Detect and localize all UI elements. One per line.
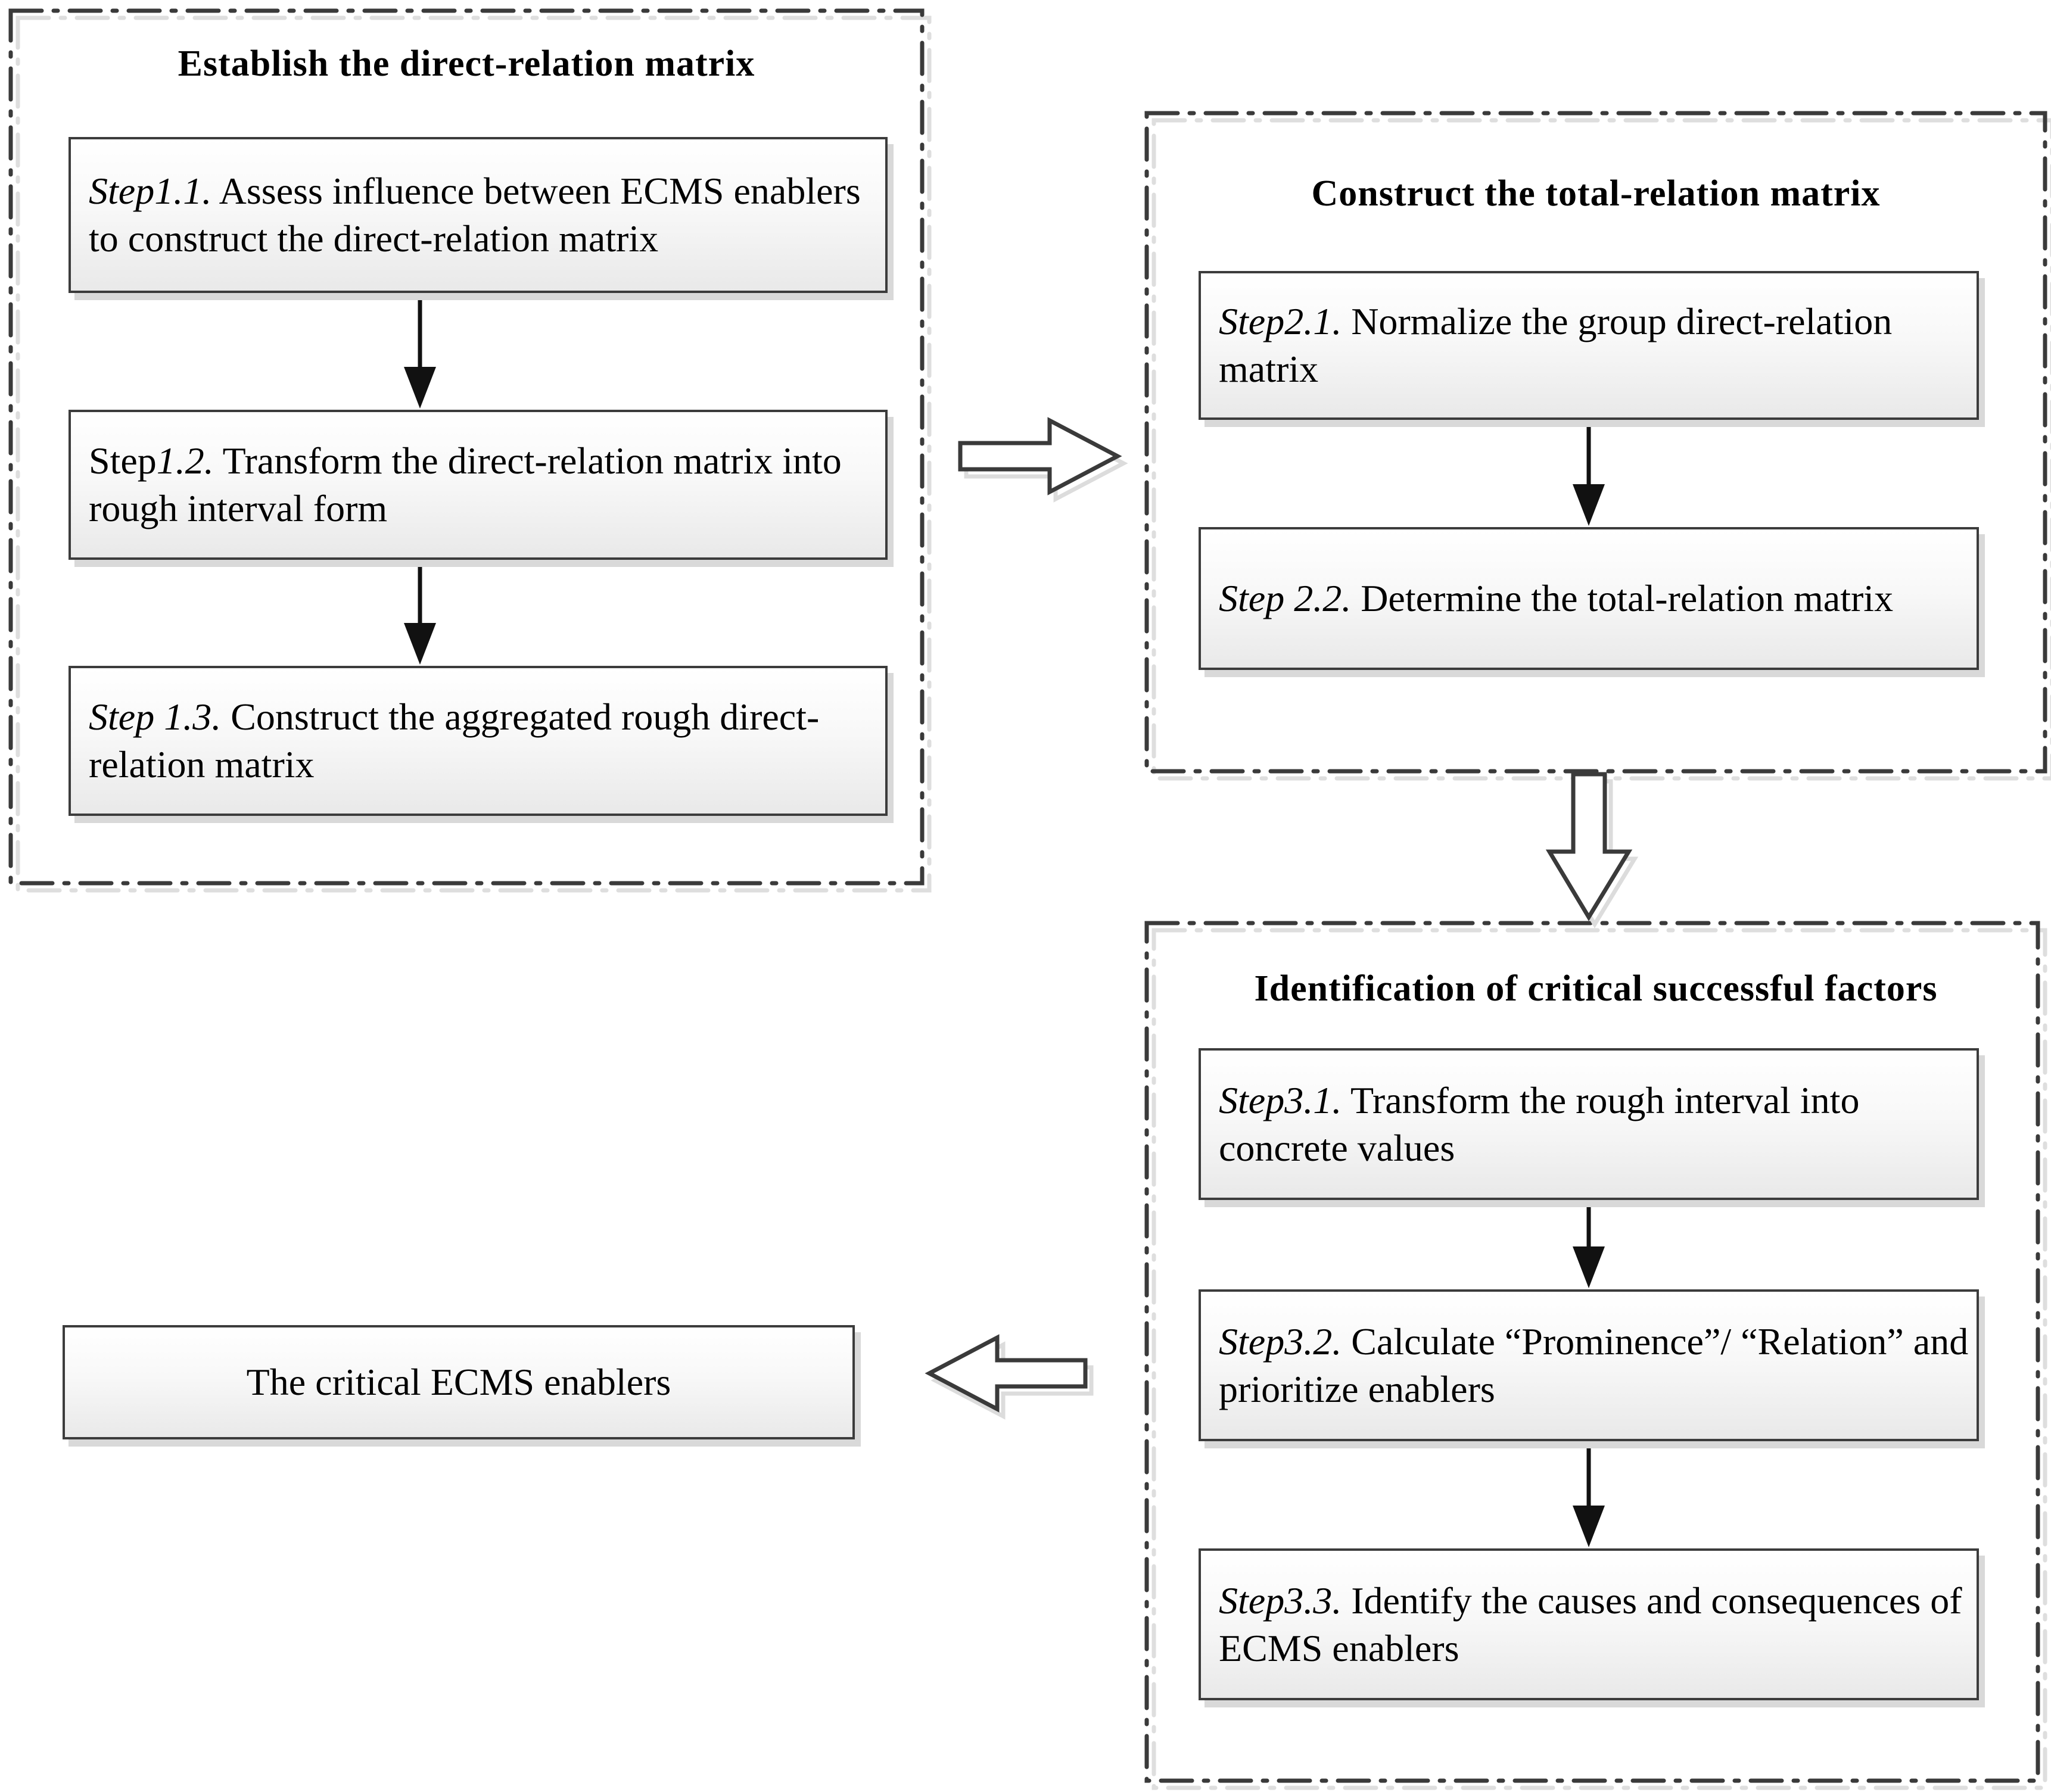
hollow-arrow-left-icon	[925, 1334, 1088, 1413]
step-box-2-1: Step2.1. Normalize the group direct-rela…	[1199, 271, 1979, 420]
group-1-title: Establish the direct-relation matrix	[178, 43, 755, 84]
result-box: The critical ECMS enablers	[63, 1325, 855, 1439]
step-box-3-1: Step3.1. Transform the rough interval in…	[1199, 1048, 1979, 1200]
arrow-step3-2-to-step3-3-icon	[1573, 1442, 1605, 1547]
arrow-step1-1-to-step1-2-icon	[404, 293, 436, 409]
step-2-2-text: Step 2.2. Determine the total-relation m…	[1219, 577, 1894, 619]
group-2-title: Construct the total-relation matrix	[1311, 173, 1881, 214]
step-box-1-3: Step 1.3. Construct the aggregated rough…	[69, 666, 888, 816]
step-box-2-2: Step 2.2. Determine the total-relation m…	[1199, 527, 1979, 670]
group-2-border	[1144, 111, 2047, 774]
arrow-step3-1-to-step3-2-icon	[1573, 1201, 1605, 1288]
group-2-border-shadow	[1151, 118, 2051, 781]
step-1-2-text: Step1.2. Transform the direct-relation m…	[89, 440, 842, 529]
step-box-3-2: Step3.2. Calculate “Prominence”/ “Relati…	[1199, 1289, 1979, 1441]
group-3-title: Identification of critical successful fa…	[1254, 968, 1938, 1009]
group-1-border	[8, 8, 925, 886]
step-1-3-text: Step 1.3. Construct the aggregated rough…	[89, 696, 820, 786]
step-3-3-text: Step3.3. Identify the causes and consequ…	[1219, 1579, 1962, 1669]
hollow-arrow-down-icon	[1545, 772, 1633, 921]
group-1-border-shadow	[15, 15, 932, 893]
arrow-step2-1-to-step2-2-icon	[1573, 421, 1605, 526]
result-box-text: The critical ECMS enablers	[246, 1361, 671, 1403]
step-box-1-1: Step1.1. Assess influence between ECMS e…	[69, 137, 888, 293]
step-box-1-2: Step1.2. Transform the direct-relation m…	[69, 410, 888, 560]
group-3-border-shadow	[1151, 928, 2047, 1790]
step-3-2-text: Step3.2. Calculate “Prominence”/ “Relati…	[1219, 1320, 1969, 1410]
step-box-3-3: Step3.3. Identify the causes and consequ…	[1199, 1548, 1979, 1700]
arrow-step1-2-to-step1-3-icon	[404, 561, 436, 665]
step-2-1-text: Step2.1. Normalize the group direct-rela…	[1219, 300, 1893, 390]
hollow-arrow-right-icon	[958, 417, 1122, 495]
step-3-1-text: Step3.1. Transform the rough interval in…	[1219, 1079, 1860, 1169]
step-1-1-text: Step1.1. Assess influence between ECMS e…	[89, 170, 861, 260]
